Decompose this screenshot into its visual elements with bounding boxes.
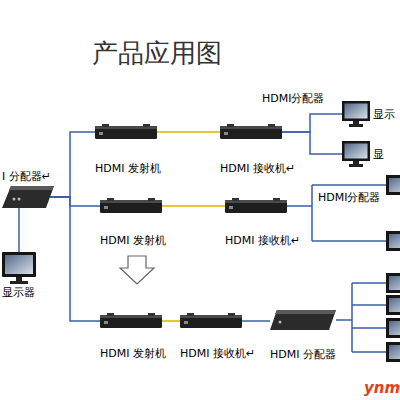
- connector: [240, 320, 270, 322]
- connector: [50, 197, 100, 321]
- device-icon: [2, 252, 36, 284]
- hdmi-splitter: HDMI 分配器: [270, 310, 336, 361]
- hdmi-device: HDMI 接收机↵: [225, 198, 300, 247]
- connector: [278, 114, 342, 132]
- device-label: HDMI 发射机: [100, 234, 166, 247]
- device-label: 显示器: [2, 286, 35, 299]
- watermark: ynm: [364, 380, 400, 397]
- device-icon: [100, 198, 162, 214]
- down-arrow: [120, 256, 154, 284]
- hdmi-device: HDMI 发射机: [95, 124, 161, 175]
- splitter-label: HDMI分配器: [318, 191, 380, 204]
- connector: [50, 197, 100, 206]
- device-icon: [342, 101, 370, 127]
- device-icon: [220, 124, 282, 140]
- device-icon: [180, 313, 242, 329]
- monitor-icon: [386, 231, 400, 251]
- connector: [160, 320, 180, 322]
- device-icon: [100, 313, 162, 329]
- device-label: HDMI 接收机↵: [180, 347, 255, 360]
- device-label: HDMI 分配器: [270, 348, 336, 361]
- connector: [50, 132, 95, 197]
- hdmi-splitter: I 分配器↵: [2, 170, 54, 208]
- device-icon: [342, 141, 370, 167]
- monitor: 显: [342, 141, 384, 167]
- device-label: HDMI 接收机↵: [225, 234, 300, 247]
- device-icon: [95, 124, 157, 140]
- monitor-icon: [386, 273, 400, 293]
- hdmi-device: HDMI 发射机: [100, 313, 166, 360]
- device-label: HDMI 发射机: [100, 347, 166, 360]
- monitor: 显示器: [2, 252, 36, 299]
- diagram-title: 产品应用图: [92, 38, 222, 68]
- connector: [160, 205, 225, 207]
- monitor-icon: [386, 295, 400, 315]
- device-icon: [225, 198, 287, 214]
- monitor: 显示: [342, 101, 395, 127]
- monitor-icon: [386, 342, 400, 362]
- connector: [278, 132, 342, 154]
- device-label: HDMI 发射机: [95, 162, 161, 175]
- device-label: 显: [373, 148, 384, 161]
- device-icon: [2, 186, 54, 208]
- device-label: I 分配器↵: [2, 170, 51, 183]
- device-label: HDMI 接收机↵: [220, 162, 295, 175]
- hdmi-device: HDMI 接收机↵: [180, 313, 255, 360]
- hdmi-device: HDMI 发射机: [100, 198, 166, 247]
- device-label: 显示: [373, 108, 395, 121]
- monitor-icon: [386, 175, 400, 195]
- device-icon: [270, 310, 336, 330]
- monitor-icon: [386, 318, 400, 338]
- splitter-label: HDMI分配器: [262, 92, 324, 105]
- connector: [18, 208, 20, 252]
- hdmi-device: HDMI 接收机↵: [220, 124, 295, 175]
- connector: [155, 131, 220, 133]
